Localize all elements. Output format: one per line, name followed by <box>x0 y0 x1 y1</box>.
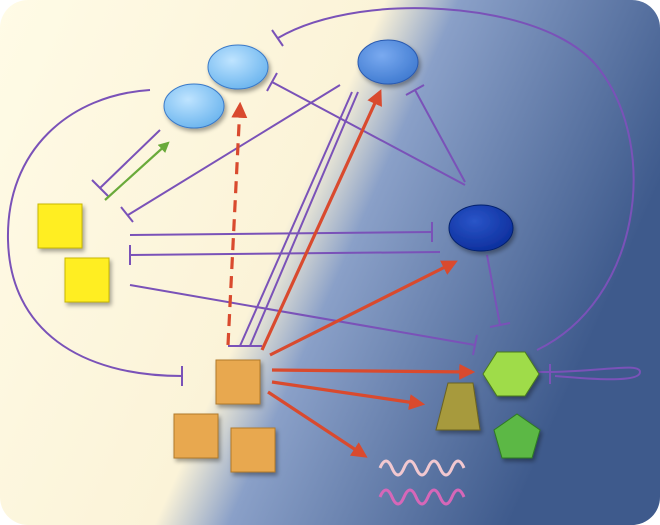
node-dark-blue-ellipse <box>448 204 514 252</box>
inhibit-bar <box>120 206 134 223</box>
inhibit-bar <box>266 72 278 92</box>
inhibit-edge-dark-midblue <box>414 89 466 183</box>
inhibit-edge-yellow-ellipse <box>99 129 161 189</box>
inhibit-edge-yellow-hexagon <box>129 284 476 346</box>
inhibit-edge-midblue-yellow <box>127 84 341 216</box>
activate-edge-orange-waves <box>267 390 368 458</box>
activate-edge-orange-hexagon <box>271 363 476 380</box>
inhibit-edge-yellow-dark-1 <box>129 231 433 236</box>
inhibit-edge-yellow-dark-2 <box>129 251 441 256</box>
node-light-blue-ellipse-top <box>207 44 269 90</box>
node-orange-square-top <box>215 359 261 405</box>
inhibit-edge-outer-arc <box>277 7 635 351</box>
node-light-blue-ellipse-bottom <box>163 83 225 129</box>
inhibit-edge-dark-lightblue <box>271 81 466 186</box>
node-olive-trapezoid <box>435 382 481 431</box>
node-orange-square-bottom-left <box>173 413 219 459</box>
inhibit-edge-orange-midblue-1 <box>239 91 353 347</box>
inhibit-edge-dark-hexagon <box>486 254 501 326</box>
node-orange-square-bottom-right <box>230 427 276 473</box>
wave-signal-light <box>378 459 466 477</box>
inhibit-edge-orange-midblue-2 <box>249 91 359 347</box>
activate-edge-orange-midblue <box>260 89 382 351</box>
inhibit-edge-left-arc <box>6 89 183 377</box>
node-mid-blue-ellipse <box>357 39 419 85</box>
activation-edges <box>226 89 476 458</box>
inhibit-edge-hexagon-selfloop <box>537 366 642 381</box>
node-yellow-square-top <box>37 203 83 249</box>
inhibit-bar <box>405 84 425 96</box>
node-green-pentagon <box>493 413 541 459</box>
inhibit-bar <box>472 334 478 356</box>
inhibition-edges <box>6 7 642 386</box>
node-green-hexagon <box>482 351 540 397</box>
activate-edge-orange-lightblue-dashed <box>226 101 248 346</box>
activate-edge-orange-trapezoid <box>271 380 426 411</box>
inhibit-bar <box>489 322 511 328</box>
activate-edge-orange-darkblue <box>269 260 458 357</box>
activate-edge-yellow-lightblue-green <box>104 141 170 201</box>
wave-signal-pink <box>378 488 466 506</box>
inhibit-bar <box>91 179 109 197</box>
inhibit-bar <box>271 29 284 47</box>
node-yellow-square-bottom <box>64 257 110 303</box>
